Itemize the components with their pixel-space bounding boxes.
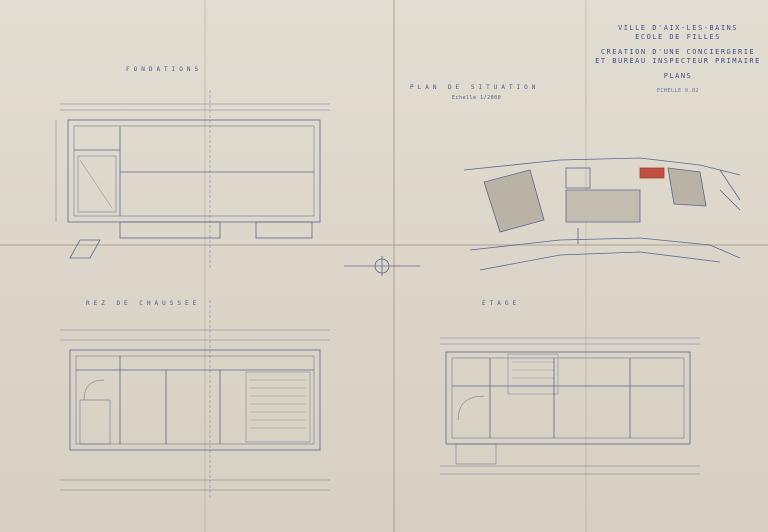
situation-plan [463, 157, 741, 271]
fold-line [585, 0, 587, 532]
title-line-plans: PLANS [663, 72, 693, 80]
title-line-town: VILLE D'AIX-LES-BAINS [617, 24, 738, 32]
foundations-label: FONDATIONS [126, 66, 203, 73]
upper-floor-plan [440, 337, 700, 475]
title-scale: ECHELLE 0.02 [656, 88, 700, 94]
foundations-plan [55, 90, 330, 270]
ground-floor-plan [60, 300, 330, 500]
title-line-project-2: ET BUREAU INSPECTEUR PRIMAIRE [595, 57, 761, 65]
north-arrow [344, 256, 420, 276]
fold-line [0, 244, 768, 246]
title-block: VILLE D'AIX-LES-BAINS ECOLE DE FILLES CR… [588, 24, 768, 96]
fold-line [204, 0, 206, 532]
ground-floor-label: REZ DE CHAUSSEE [86, 300, 201, 307]
situation-scale-label: Echelle 1/2000 [452, 95, 502, 101]
upper-floor-label: ETAGE [482, 300, 521, 307]
title-line-school: ECOLE DE FILLES [635, 33, 721, 41]
title-line-project: CREATION D'UNE CONCIERGERIE [600, 48, 756, 56]
situation-plan-label: PLAN DE SITUATION [410, 84, 540, 91]
